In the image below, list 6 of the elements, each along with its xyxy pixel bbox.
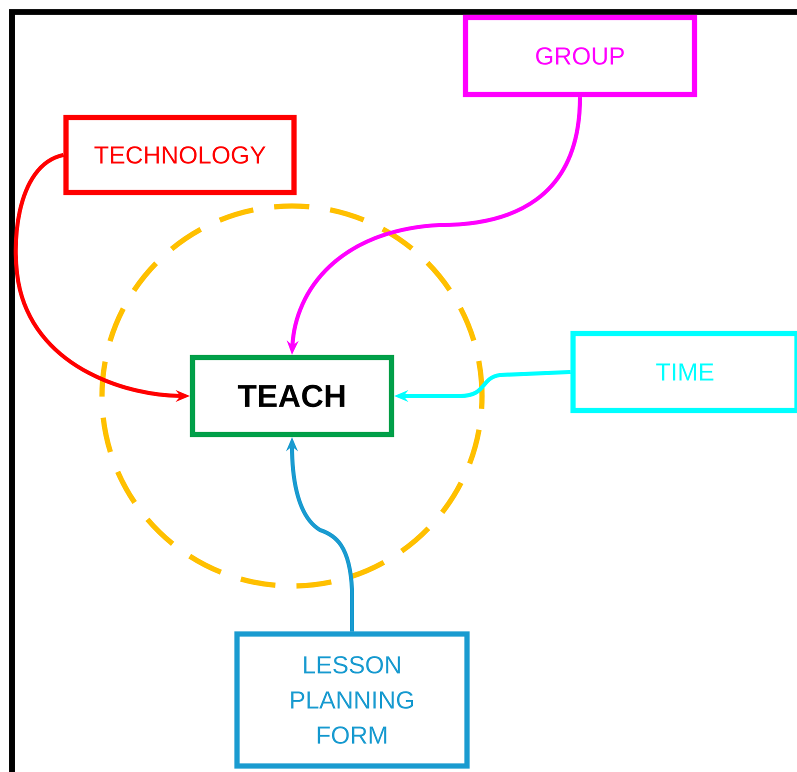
central-box: TEACH: [190, 354, 394, 438]
dashed-circle: [99, 203, 485, 589]
category-box: LESSON PLANNING FORM: [234, 631, 470, 769]
category-box: TECHNOLOGY: [63, 114, 297, 196]
category-box: TIME: [570, 330, 797, 414]
category-box: GROUP: [462, 14, 698, 98]
